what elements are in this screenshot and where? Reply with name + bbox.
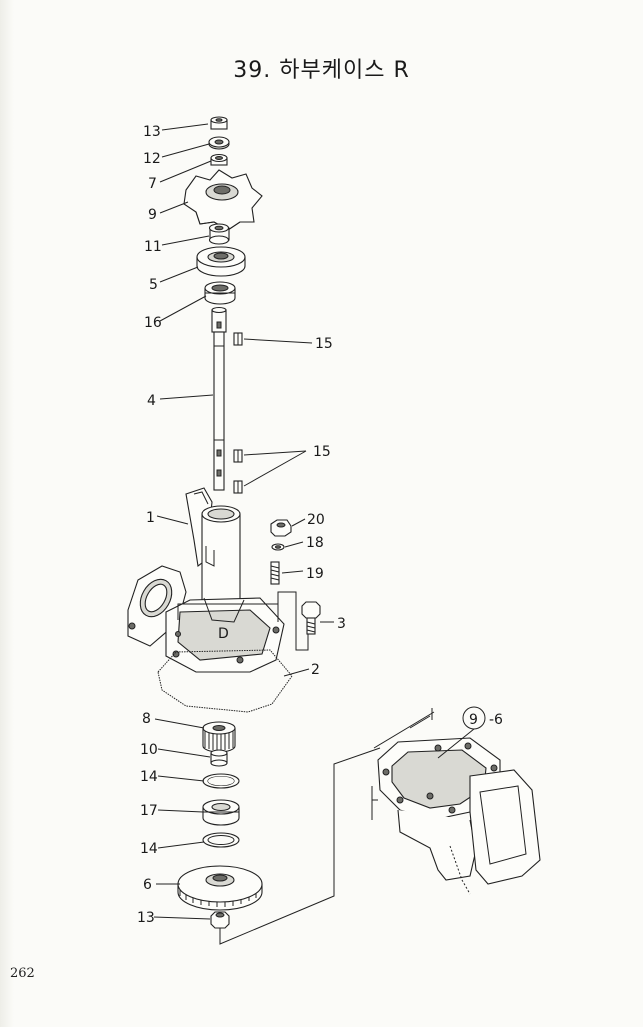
part-10-collar [210, 749, 228, 767]
callout-9-circled: 9 [469, 712, 478, 728]
callout-6: 6 [143, 877, 152, 893]
callout-19: 19 [306, 566, 324, 582]
case-d-mark: D [218, 626, 229, 642]
part-17-bearing [202, 799, 240, 826]
assembly-bracket-line [177, 603, 279, 622]
callout-11: 11 [144, 239, 162, 255]
callout-1: 1 [146, 510, 155, 526]
part-3-bolt [301, 601, 321, 635]
part-14-snap-ring-upper [202, 773, 240, 789]
callout-2: 2 [311, 662, 320, 678]
part-19-stud [270, 561, 280, 585]
callout-9: 9 [148, 207, 157, 223]
page-number: 262 [10, 966, 35, 981]
callout-14-upper: 14 [140, 769, 158, 785]
part-7-collar [210, 153, 228, 166]
callout-13-top: 13 [143, 124, 161, 140]
part-12-washer [208, 136, 230, 150]
callout-17: 17 [140, 803, 158, 819]
callout-6-reference: -6 [489, 712, 503, 728]
callout-5: 5 [149, 277, 158, 293]
part-5-oil-seal [196, 246, 246, 277]
callout-3: 3 [337, 616, 346, 632]
callout-20: 20 [307, 512, 325, 528]
callout-10: 10 [140, 742, 158, 758]
callout-14-lower: 14 [140, 841, 158, 857]
part-15-key-middle [233, 449, 243, 463]
part-14-snap-ring-lower [202, 832, 240, 848]
callout-4: 4 [147, 393, 156, 409]
part-18-lock-washer [271, 543, 285, 551]
page-title: 39. 하부케이스 R [233, 58, 410, 83]
part-6-ring-gear [177, 865, 263, 911]
leader-lines [153, 123, 334, 920]
callout-18: 18 [306, 535, 324, 551]
reference-leader-line [219, 747, 381, 945]
callout-13-bottom: 13 [137, 910, 155, 926]
part-13-nut-bottom [210, 911, 230, 929]
part-15-key-upper [233, 332, 243, 346]
reference-callout-9-6 [437, 706, 486, 759]
part-13-nut-top [210, 116, 228, 130]
part-2-gasket [157, 649, 293, 713]
bolt-bracket-line [277, 591, 309, 651]
callout-15-lower: 15 [313, 444, 331, 460]
part-8-gear [202, 721, 236, 753]
part-9-sprocket [183, 169, 263, 231]
part-1-lower-case [127, 487, 285, 673]
part-16-bearing [204, 281, 236, 305]
callout-12: 12 [143, 151, 161, 167]
callout-15-upper: 15 [315, 336, 333, 352]
reference-assembly-view [371, 708, 541, 895]
callout-8: 8 [142, 711, 151, 727]
part-11-bushing [208, 223, 230, 245]
part-15-key-lower [233, 480, 243, 494]
callout-7: 7 [148, 176, 157, 192]
part-4-shaft [211, 306, 227, 491]
callout-16: 16 [144, 315, 162, 331]
part-20-nut [270, 519, 292, 537]
